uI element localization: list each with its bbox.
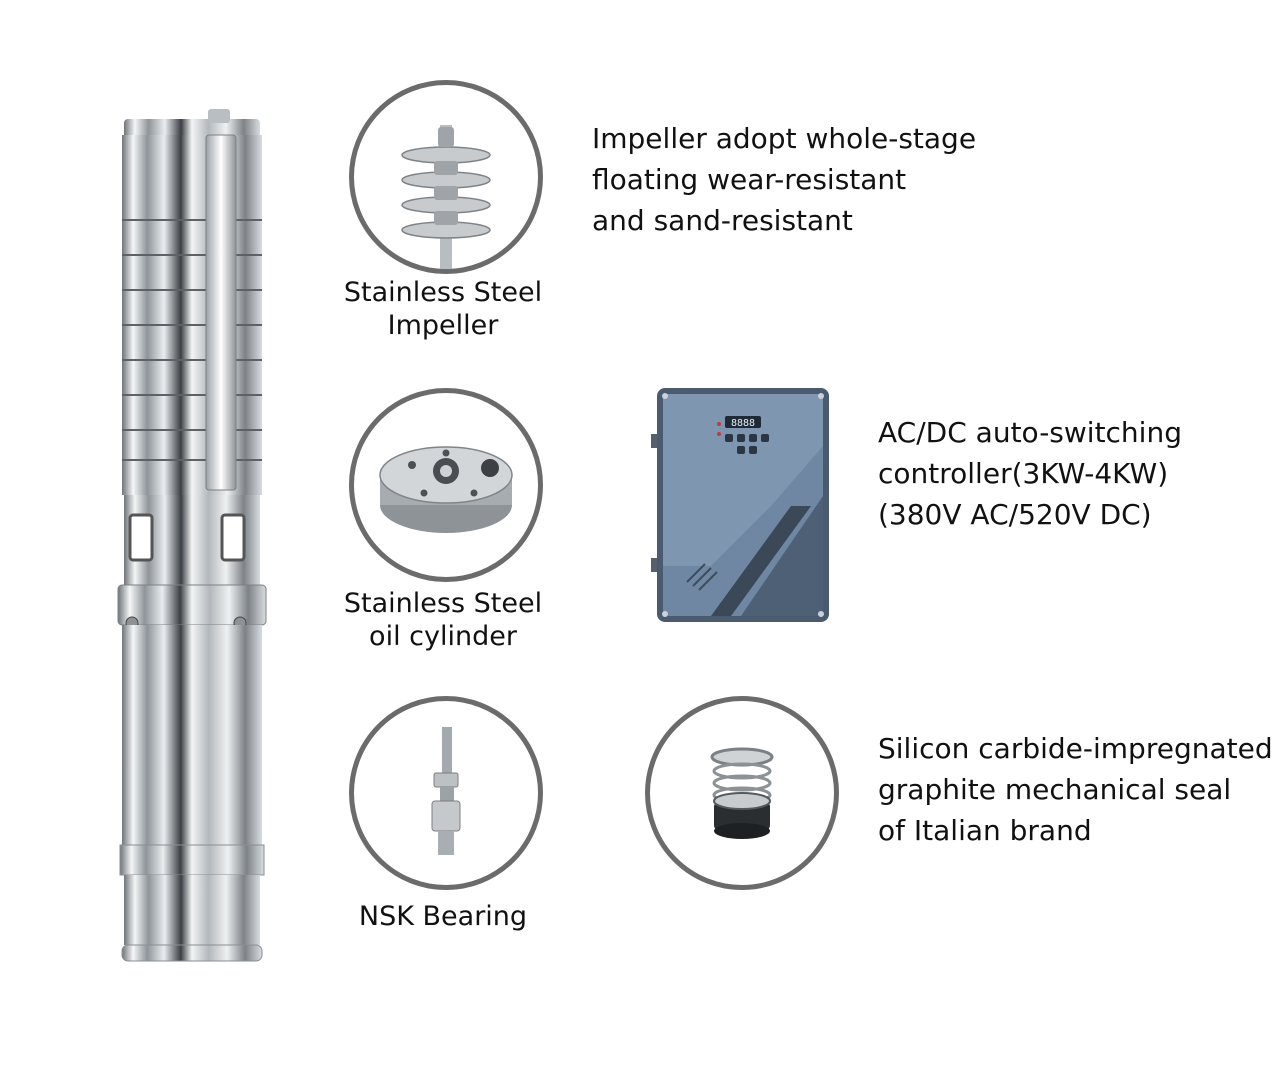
oil-cylinder-caption: Stainless Steel oil cylinder bbox=[330, 587, 556, 653]
controller-display: 8888 bbox=[731, 418, 755, 429]
impeller-icon bbox=[401, 125, 491, 269]
bearing-caption-line: NSK Bearing bbox=[358, 901, 528, 932]
controller-description-line: AC/DC auto-switching bbox=[878, 416, 1182, 449]
submersible-pump-icon bbox=[110, 105, 280, 975]
oil-cylinder-icon bbox=[379, 446, 513, 533]
impeller-description: Impeller adopt whole-stage floating wear… bbox=[592, 118, 976, 241]
oil-cylinder-circle bbox=[349, 388, 543, 582]
impeller-circle bbox=[349, 80, 543, 274]
impeller-description-line: floating wear-resistant bbox=[592, 163, 907, 196]
controller-description-line: (380V AC/520V DC) bbox=[878, 498, 1152, 531]
controller-icon: 8888 bbox=[651, 386, 831, 624]
oil-cylinder-caption-line: oil cylinder bbox=[369, 621, 517, 652]
impeller-caption: Stainless Steel Impeller bbox=[330, 276, 556, 342]
mechanical-seal-description-line: of Italian brand bbox=[878, 814, 1092, 847]
bearing-circle bbox=[349, 696, 543, 890]
impeller-description-line: and sand-resistant bbox=[592, 204, 853, 237]
impeller-caption-line: Impeller bbox=[387, 310, 499, 341]
impeller-description-line: Impeller adopt whole-stage bbox=[592, 122, 977, 155]
mechanical-seal-description-line: Silicon carbide-impregnated bbox=[878, 732, 1273, 765]
impeller-caption-line: Stainless Steel bbox=[343, 277, 543, 308]
mechanical-seal-circle bbox=[645, 696, 839, 890]
bearing-icon bbox=[431, 727, 461, 855]
oil-cylinder-caption-line: Stainless Steel bbox=[343, 588, 543, 619]
mechanical-seal-icon bbox=[710, 747, 774, 839]
bearing-caption: NSK Bearing bbox=[330, 900, 556, 933]
controller-description: AC/DC auto-switching controller(3KW-4KW)… bbox=[878, 412, 1182, 535]
controller-description-line: controller(3KW-4KW) bbox=[878, 457, 1169, 490]
mechanical-seal-description-line: graphite mechanical seal bbox=[878, 773, 1232, 806]
mechanical-seal-description: Silicon carbide-impregnated graphite mec… bbox=[878, 728, 1273, 851]
